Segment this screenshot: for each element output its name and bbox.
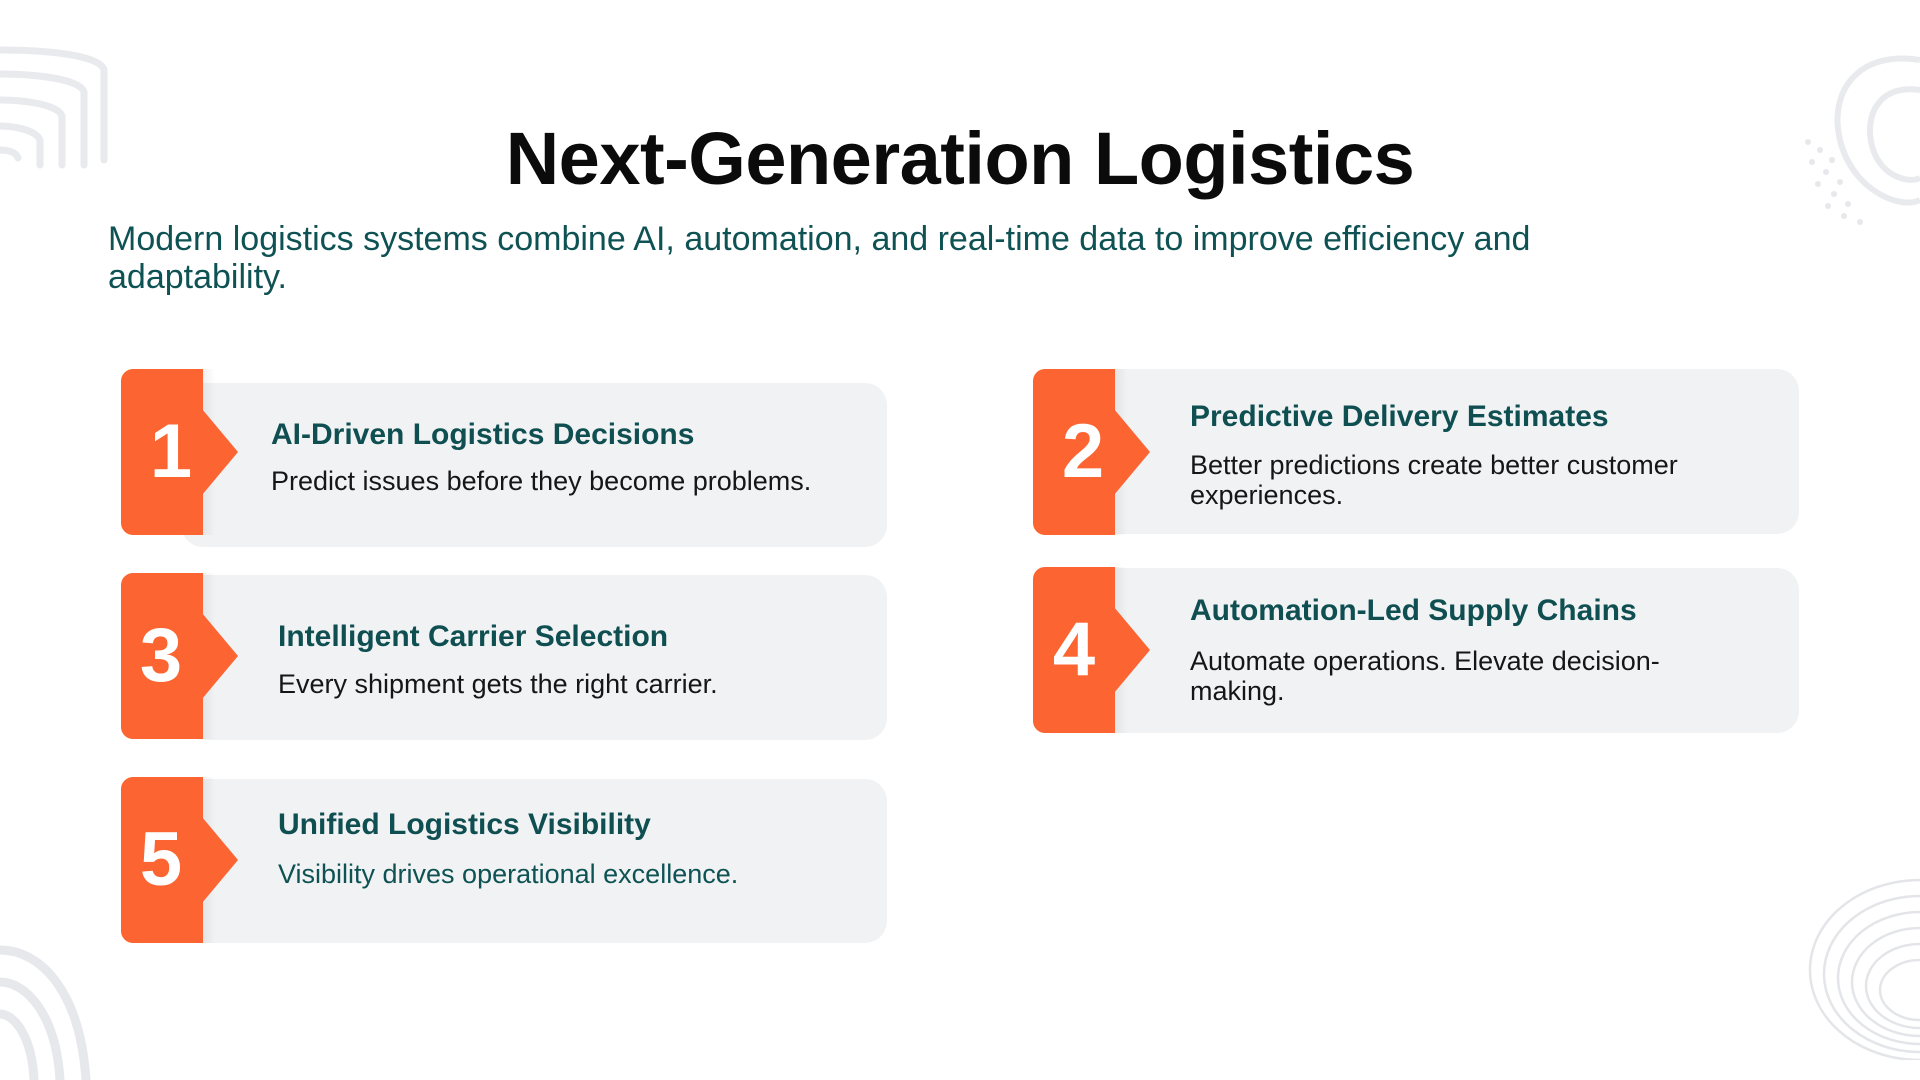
number-badge <box>1033 369 1115 535</box>
card-unified-logistics-visibility: 5 Unified Logistics Visibility Visibilit… <box>121 777 887 947</box>
badge-number: 2 <box>1061 409 1105 494</box>
badge-arrow-shape <box>202 613 238 699</box>
number-badge <box>121 777 203 943</box>
card-title: Unified Logistics Visibility <box>278 808 651 841</box>
card-background <box>181 575 887 740</box>
card-title: Intelligent Carrier Selection <box>278 620 669 653</box>
card-predictive-delivery-estimates: 2 Predictive Delivery Estimates Better p… <box>1033 369 1799 549</box>
card-description: Predict issues before they become proble… <box>271 466 812 496</box>
card-description: Better predictions create better custome… <box>1190 450 1678 511</box>
card-automation-led-supply-chains: 4 Automation-Led Supply Chains Automate … <box>1033 567 1799 737</box>
number-badge <box>121 369 203 535</box>
card-title: Automation-Led Supply Chains <box>1190 594 1637 627</box>
card-background <box>181 383 887 547</box>
badge-number: 1 <box>149 409 193 494</box>
card-description: Automate operations. Elevate decision-ma… <box>1190 646 1660 707</box>
badge-number: 3 <box>139 613 183 698</box>
card-intelligent-carrier-selection: 3 Intelligent Carrier Selection Every sh… <box>121 573 887 743</box>
page-title: Next-Generation Logistics <box>505 117 1415 200</box>
card-background <box>1093 369 1799 534</box>
badge-arrow-shape <box>202 817 238 903</box>
page-subtitle: Modern logistics systems combine AI, aut… <box>108 220 1531 297</box>
number-badge <box>121 573 203 739</box>
card-description: Visibility drives operational excellence… <box>278 859 739 889</box>
card-title: Predictive Delivery Estimates <box>1190 400 1609 433</box>
card-ai-driven-logistics-decisions: 1 AI-Driven Logistics Decisions Predict … <box>121 369 887 549</box>
badge-arrow-shape <box>202 409 238 495</box>
decorative-arcs-bottom-left <box>0 945 91 1080</box>
card-title: AI-Driven Logistics Decisions <box>271 418 695 451</box>
badge-number: 5 <box>139 817 183 902</box>
card-background <box>1093 568 1799 733</box>
card-background <box>181 779 887 943</box>
badge-number: 4 <box>1052 607 1096 692</box>
card-description: Every shipment gets the right carrier. <box>278 669 718 699</box>
number-badge <box>1033 567 1115 733</box>
decorative-rings-bottom-right <box>1808 878 1920 1060</box>
badge-arrow-shape <box>1114 409 1150 495</box>
badge-arrow-shape <box>1114 607 1150 693</box>
